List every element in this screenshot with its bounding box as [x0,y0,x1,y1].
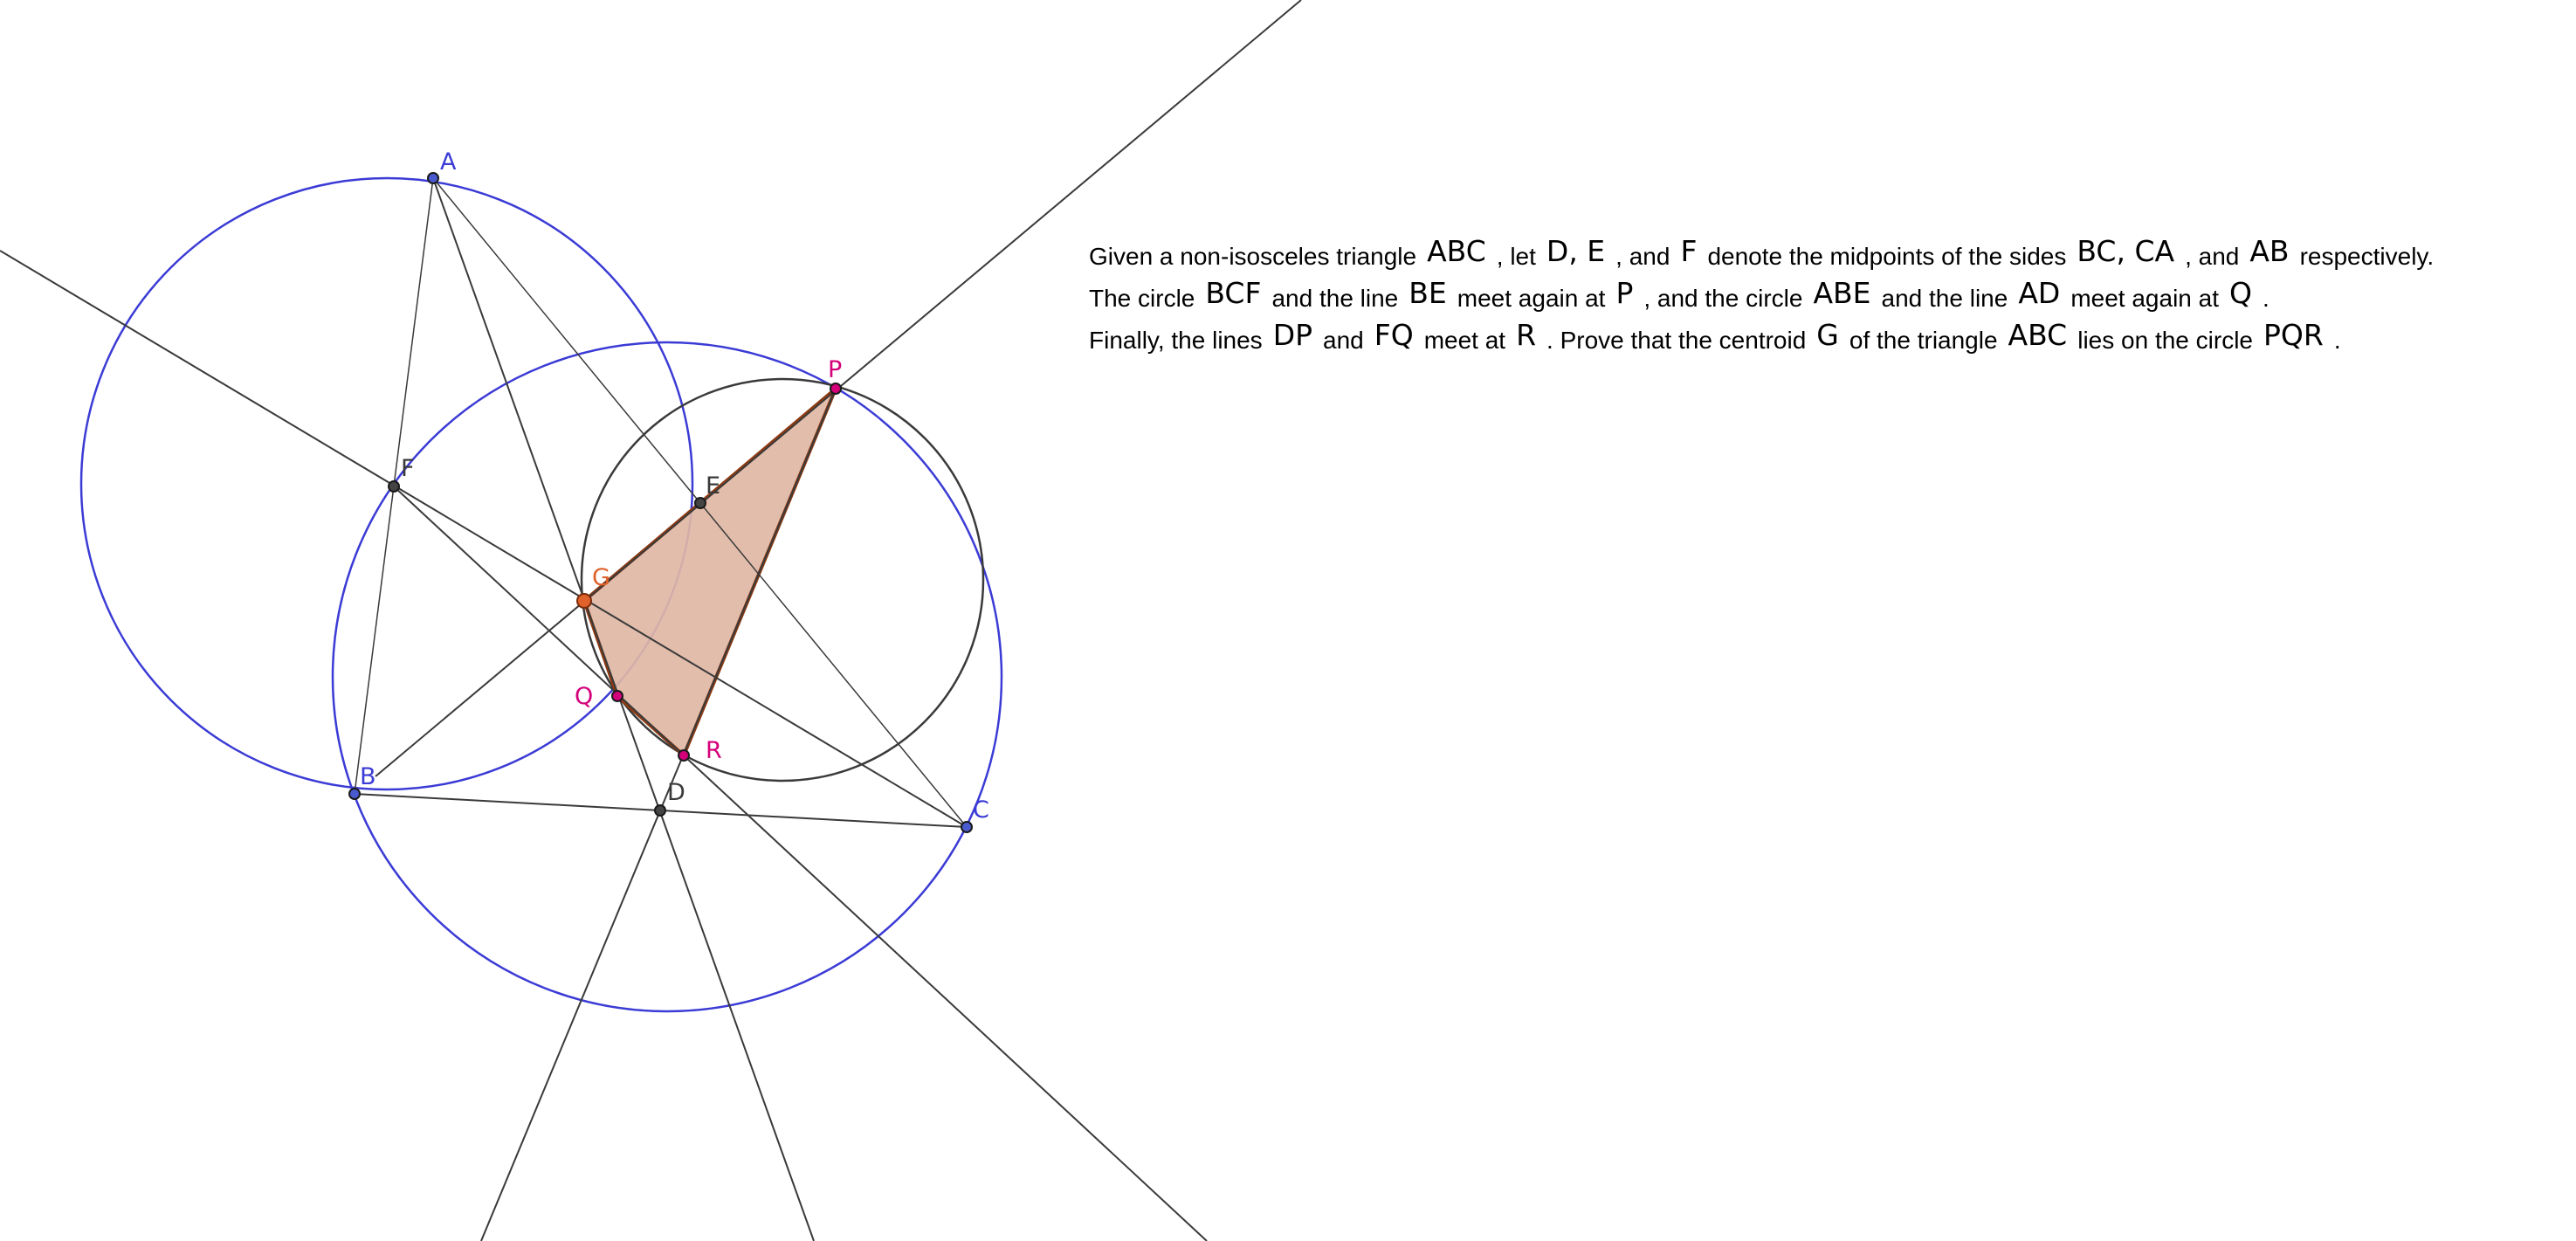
text: meet at [1423,327,1506,354]
math-text: DP [1272,318,1312,352]
text: and the line [1881,285,2008,312]
text: and [1323,327,1364,354]
text: of the triangle [1849,327,1998,354]
text: lies on the circle [2077,327,2253,354]
label-g: G [592,564,610,591]
text: , and [2185,243,2240,270]
math-text: R [1516,318,1537,352]
label-a: A [440,148,457,176]
label-b: B [360,763,376,790]
math-text: ABC [2008,318,2068,352]
label-r: R [706,737,722,764]
text: , and [1615,243,1670,270]
label-q: Q [575,683,593,710]
point-a [427,172,439,184]
point-g [576,593,592,609]
math-text: BCF [1205,276,1262,310]
statement-line-2: The circle BCF and the line BE meet again at… [1089,276,2565,318]
text: . Prove that the centroid [1546,327,1807,354]
text: , let [1496,243,1536,270]
math-text: P [1615,276,1634,310]
point-b [348,788,361,800]
math-text: BC, CA [2077,234,2175,268]
point-d [654,804,666,817]
line-fq-extended [393,486,1208,1241]
math-text: BE [1409,276,1447,310]
circle-pqr [580,377,985,783]
math-text: G [1816,318,1839,352]
text: respectively. [2299,243,2435,270]
circle-bcf [331,341,1003,1013]
math-text: AB [2249,234,2290,268]
math-text: Q [2229,276,2252,310]
line-cf-extended [0,250,968,828]
label-p: P [828,356,842,383]
math-text: D, E [1546,234,1606,268]
text: Finally, the lines [1089,327,1263,354]
text: Given a non-isosceles triangle [1089,243,1417,270]
label-e: E [706,472,720,500]
point-p [830,383,842,395]
statement-line-3: Finally, the lines DP and FQ meet at R . Prove… [1089,318,2565,360]
shaded-region-gprq [582,387,837,757]
math-text: ABE [1813,276,1871,310]
text: denote the midpoints of the sides [1707,243,2067,270]
label-d: D [667,779,685,806]
point-e [694,497,706,509]
text: , and the circle [1643,285,1803,312]
label-f: F [401,455,415,482]
line-ad [432,177,815,1241]
point-q [611,690,623,702]
point-r [678,749,690,762]
label-c: C [973,796,989,824]
text: The circle [1089,285,1195,312]
text: and the line [1271,285,1399,312]
point-c [961,821,973,833]
math-text: FQ [1374,318,1414,352]
circle-abe [79,176,694,791]
point-f [388,480,400,493]
math-text: AD [2018,276,2061,310]
text: meet again at [1457,285,1606,312]
math-text: PQR [2263,318,2324,352]
math-text: F [1680,234,1698,268]
math-text: ABC [1427,234,1486,268]
text: . [2333,327,2341,354]
text: meet again at [2070,285,2219,312]
text: . [2262,285,2269,312]
statement-line-1: Given a non-isosceles triangle ABC , let D,… [1089,234,2565,276]
